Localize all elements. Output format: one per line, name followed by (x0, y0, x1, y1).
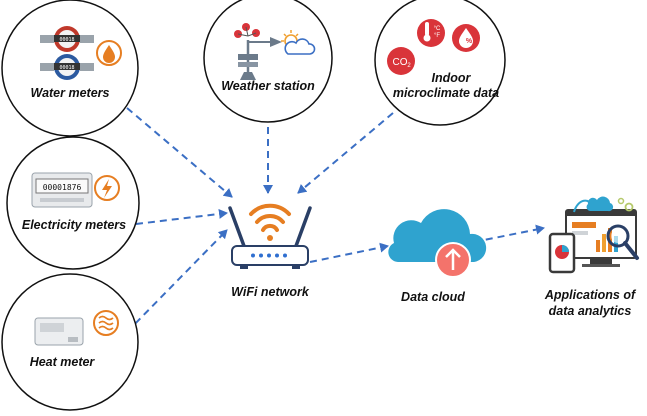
arrow-water-to-wifi (126, 107, 233, 198)
svg-text:°C: °C (434, 26, 441, 32)
water-meters-label: Water meters (30, 86, 110, 100)
connection-arrows (126, 107, 545, 333)
svg-text:2: 2 (407, 63, 411, 69)
electricity-meters-label: Electricity meters (21, 218, 127, 232)
arrow-heat-to-wifi (126, 229, 228, 333)
co2-icon: CO 2 (387, 47, 415, 75)
humidity-icon: % (452, 24, 480, 52)
indoor-label-line2: microclimate data (392, 86, 500, 100)
water-meter-1-reading: 00018 (59, 37, 74, 43)
weather-station-icon (234, 23, 282, 80)
arrow-cloud-to-analytics (473, 224, 545, 243)
upload-arrow-icon (435, 242, 471, 278)
water-meter-red: 00018 (40, 26, 94, 52)
wifi-router-icon (228, 203, 312, 269)
wifi-network-label: WiFi network (231, 285, 309, 299)
analytics-label-line2: data analytics (548, 304, 632, 318)
arrow-wifi-to-cloud (309, 242, 389, 263)
lightning-bolt-icon (94, 175, 120, 201)
water-drop-icon (96, 40, 122, 66)
svg-text:°F: °F (434, 33, 440, 39)
thermometer-icon: °C °F (417, 19, 445, 47)
svg-text:%: % (466, 38, 473, 45)
indoor-label-line1: Indoor (431, 71, 471, 85)
heat-meter-device (34, 317, 84, 346)
analytics-devices-icon (548, 196, 639, 274)
analytics-label-line1: Applications of (544, 288, 636, 302)
heat-meter-label: Heat meter (29, 355, 95, 369)
electricity-meter-reading: 00001876 (43, 183, 82, 192)
partly-cloudy-icon (281, 30, 316, 55)
arrow-indoor-to-wifi (297, 112, 394, 194)
water-meter-2-reading: 00018 (59, 65, 74, 71)
svg-text:CO: CO (393, 57, 408, 68)
weather-station-label: Weather station (221, 79, 315, 93)
water-meter-blue: 00018 (40, 54, 94, 80)
electricity-meter-device: 00001876 (31, 172, 93, 208)
data-cloud-label: Data cloud (401, 290, 465, 304)
arrow-electricity-to-wifi (135, 208, 228, 225)
heat-waves-icon (93, 310, 119, 336)
weather-station-circle (203, 0, 333, 123)
